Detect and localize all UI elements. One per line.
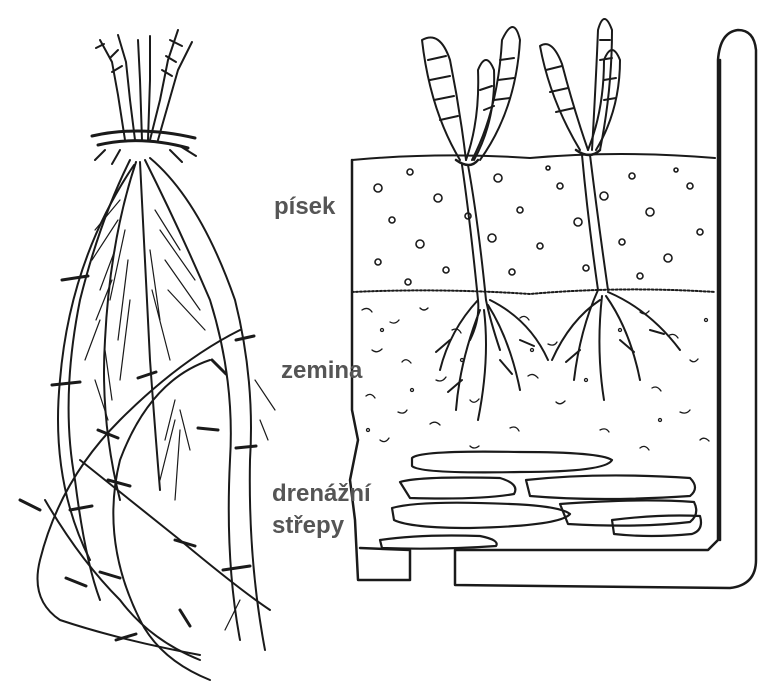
- seedling-shoot: [96, 30, 192, 140]
- soil-layer: [362, 308, 709, 450]
- drainage-label-line2: střepy: [272, 512, 344, 539]
- soil-label: zemina: [281, 357, 362, 384]
- bare-root-seedling: [20, 30, 275, 680]
- drainage-shards: [380, 452, 701, 549]
- pot-cross-section: [350, 19, 756, 588]
- root-cut-marks: [20, 276, 256, 640]
- main-roots: [38, 158, 271, 680]
- sand-label: písek: [274, 193, 335, 220]
- drainage-label-line1: drenážní: [272, 480, 371, 507]
- sand-layer: [352, 154, 715, 294]
- root-collar: [92, 131, 196, 164]
